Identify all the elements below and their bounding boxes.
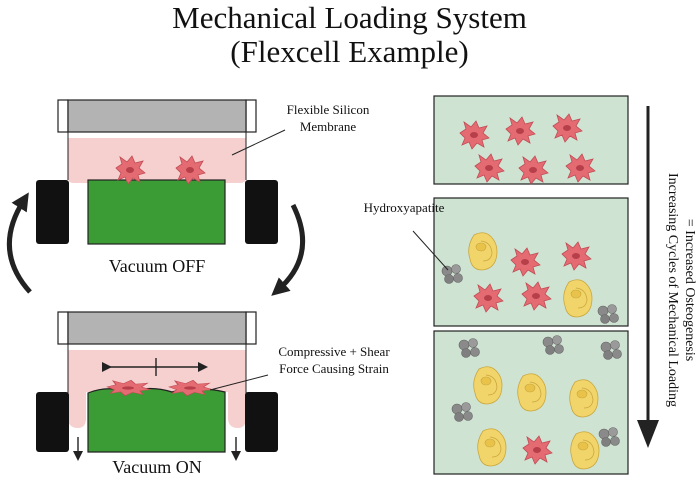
- rotate-arrow-icon: [6, 192, 32, 294]
- loading-post: [87, 179, 226, 245]
- apparatus-vacuum-off: [36, 99, 286, 245]
- force-pointer-line: [209, 374, 269, 391]
- base-left: [36, 392, 69, 452]
- vacuum-off-label: Vacuum OFF: [109, 256, 206, 276]
- membrane-pointer-line: [231, 129, 286, 156]
- force-label-line1: Compressive + Shear: [278, 344, 390, 359]
- hydroxyapatite-pointer-line: [412, 230, 449, 271]
- force-label-line2: Force Causing Strain: [279, 361, 389, 376]
- flexible-membrane: [68, 138, 246, 183]
- membrane-label-line2: Membrane: [300, 119, 357, 134]
- culture-panel-2: [433, 197, 629, 327]
- side-label-line2: = Increased Osteogenesis: [682, 219, 697, 361]
- well-lid: [67, 99, 247, 133]
- well-lid: [67, 311, 247, 345]
- culture-panel-1: [433, 95, 629, 185]
- loading-post: [87, 387, 226, 453]
- rotate-arrow-icon: [271, 203, 306, 296]
- vacuum-on-label: Vacuum ON: [112, 457, 201, 477]
- base-right: [245, 180, 278, 244]
- apparatus-vacuum-on: [36, 311, 278, 461]
- diagram-title-line1: Mechanical Loading System: [172, 0, 527, 35]
- membrane-label-line1: Flexible Silicon: [287, 102, 370, 117]
- down-arrow-icon: [637, 420, 659, 448]
- diagram-title-line2: (Flexcell Example): [230, 34, 469, 69]
- base-left: [36, 180, 69, 244]
- base-right: [245, 392, 278, 452]
- side-label-line1: Increasing Cycles of Mechanical Loading: [665, 173, 680, 407]
- hydroxyapatite-label: Hydroxyapatite: [364, 200, 445, 215]
- culture-panel-3: [433, 330, 629, 475]
